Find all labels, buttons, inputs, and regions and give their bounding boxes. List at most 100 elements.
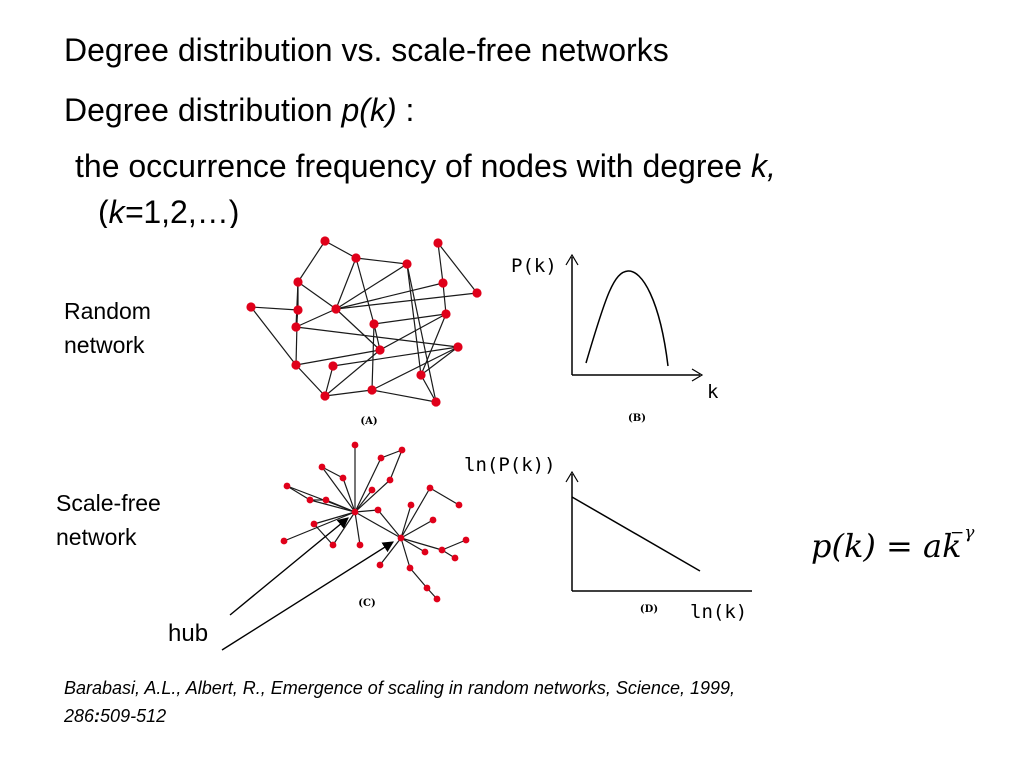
citation-pages: 509-512	[100, 706, 167, 726]
scale-free-network-edge	[354, 457, 382, 513]
scale-free-network-edge	[354, 479, 391, 513]
definition-text: the occurrence frequency of nodes with d…	[75, 148, 751, 184]
scale-free-label-line2: network	[56, 524, 137, 550]
plot-d-line	[571, 496, 701, 572]
scale-free-network-node	[398, 446, 406, 454]
scale-free-network-edge	[313, 523, 334, 546]
random-network-node	[291, 322, 301, 332]
scale-free-network-node	[339, 474, 347, 482]
random-network-edge	[324, 365, 334, 397]
scale-free-network-edge	[441, 539, 467, 551]
random-network-graph	[246, 236, 482, 407]
plot-b-y-arrow-icon	[565, 253, 579, 266]
hub-arrow-2	[221, 541, 394, 651]
scale-free-network-node	[283, 482, 291, 490]
random-network-edge	[355, 257, 408, 265]
scale-free-network-edge	[379, 537, 402, 566]
scale-free-network-edge	[377, 509, 402, 539]
scale-free-network-edge	[354, 509, 379, 513]
scale-free-network-edge	[409, 567, 428, 589]
scale-free-network-edge	[389, 449, 403, 481]
citation-line2: 286:509-512	[64, 702, 735, 730]
scale-free-network-edge	[286, 485, 311, 501]
random-network-node	[328, 361, 338, 371]
random-network-node	[291, 360, 301, 370]
hub-label: hub	[168, 620, 209, 647]
plot-d-caption: (D)	[640, 604, 658, 615]
random-label-line1: Random	[64, 298, 151, 324]
plot-b-caption: (B)	[628, 413, 646, 424]
range-open: (	[98, 194, 109, 228]
random-network-edge	[420, 374, 437, 403]
random-network-node	[320, 391, 330, 401]
random-label-line2: network	[64, 332, 145, 358]
random-network-node	[351, 253, 361, 263]
scale-free-network-edge	[400, 537, 411, 569]
random-network-label: Random network	[64, 294, 151, 362]
power-law-formula: p(k) = ak −γ	[811, 523, 975, 565]
random-network-node	[453, 342, 463, 352]
random-network-edge	[335, 257, 357, 310]
random-network-edge	[437, 242, 444, 284]
random-network-edge	[420, 313, 447, 376]
scale-free-network-edge	[342, 477, 356, 513]
random-network-edge	[324, 240, 357, 259]
degree-distribution-heading: Degree distribution p(k) :	[64, 92, 414, 129]
scale-free-network-node	[421, 548, 429, 556]
scale-free-network-node	[455, 501, 463, 509]
random-network-node	[369, 319, 379, 329]
formula-main: p(k) = ak	[811, 527, 961, 565]
citation: Barabasi, A.L., Albert, R., Emergence of…	[64, 674, 735, 730]
random-network-edge	[335, 263, 408, 310]
range-values: 1,2,…)	[143, 194, 240, 228]
random-network-edge	[371, 346, 459, 391]
scale-free-network-edge	[321, 466, 356, 513]
citation-volume: 286	[64, 706, 95, 726]
plot-b-xlabel: k	[707, 381, 719, 403]
scale-free-network-node	[426, 484, 434, 492]
random-network-edge	[379, 313, 447, 351]
random-network-node	[433, 238, 443, 248]
scale-free-network-edge	[400, 537, 426, 553]
scale-free-network-edge	[400, 537, 443, 551]
plot-d-ylabel: ln(P(k))	[464, 454, 556, 476]
scale-free-network-edge	[400, 487, 431, 539]
scale-free-network-edge	[321, 466, 344, 479]
random-network-node	[402, 259, 412, 269]
plot-b: P(k) k (B)	[511, 253, 719, 424]
scale-free-network-edge	[309, 499, 356, 513]
scale-free-network-node	[406, 564, 414, 572]
scale-free-network-edge	[283, 511, 356, 542]
scale-free-network-edge	[400, 519, 434, 539]
citation-line1: Barabasi, A.L., Albert, R., Emergence of…	[64, 678, 736, 698]
random-network-edge	[335, 282, 444, 310]
random-network-edge	[437, 242, 478, 294]
plot-b-ylabel: P(k)	[511, 255, 557, 277]
scale-free-network-node	[322, 496, 330, 504]
heading-colon: :	[396, 92, 415, 128]
scale-free-network-node	[433, 595, 441, 603]
plot-d-xlabel: ln(k)	[690, 601, 747, 623]
random-network-edge	[297, 240, 326, 283]
random-network-node	[472, 288, 482, 298]
scale-free-network-edge	[354, 511, 402, 539]
scale-free-network-node	[318, 463, 326, 471]
caption-a: (A)	[360, 416, 377, 427]
scale-free-network-label: Scale-free network	[56, 486, 161, 554]
scale-free-network-edge	[313, 511, 356, 525]
definition-k: k,	[750, 148, 776, 184]
random-network-node	[416, 370, 426, 380]
scale-free-network-node	[438, 546, 446, 554]
range-k: k=	[108, 194, 144, 228]
scale-free-network-node	[397, 534, 405, 542]
random-network-edge	[297, 281, 337, 310]
scale-free-label-line1: Scale-free	[56, 490, 161, 516]
random-network-edge	[371, 389, 437, 403]
random-network-node	[331, 304, 341, 314]
random-network-node	[293, 305, 303, 315]
scale-free-network-node	[368, 486, 376, 494]
citation-colon: :	[94, 706, 101, 726]
scale-free-network-node	[329, 541, 337, 549]
plot-b-curve	[585, 270, 669, 367]
scale-free-network-node	[351, 441, 359, 449]
